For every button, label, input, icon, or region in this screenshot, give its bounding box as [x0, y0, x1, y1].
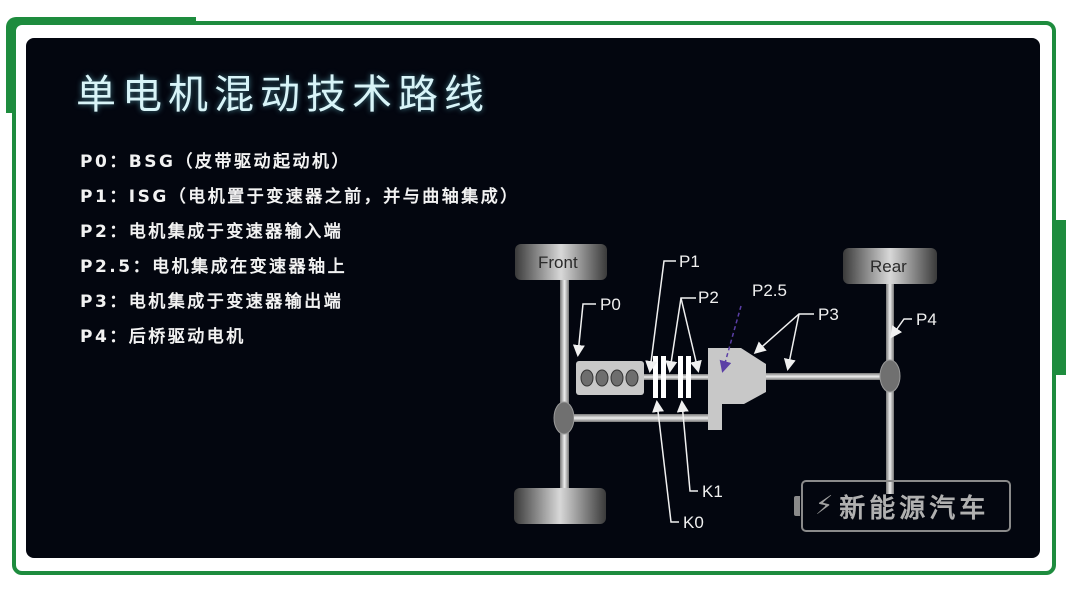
watermark-badge: ⚡ 新能源汽车: [794, 480, 1011, 532]
propeller-shaft: [766, 373, 881, 380]
label-k1: K1: [702, 482, 723, 501]
list-item-p2-5: P2.5：电机集成在变速器轴上: [80, 257, 348, 277]
green-frame: [12, 21, 1056, 575]
list-item-p1: P1：ISG（电机置于变速器之前，并与曲轴集成）: [80, 187, 520, 207]
transmission: [708, 348, 766, 404]
watermark-text: 新能源汽车: [839, 493, 990, 524]
engine-block: [576, 361, 644, 395]
position-list: P0：BSG（皮带驱动起动机） P1：ISG（电机置于变速器之前，并与曲轴集成）…: [80, 150, 520, 360]
list-item-p0: P0：BSG（皮带驱动起动机）: [80, 152, 351, 172]
list-item-p2: P2：电机集成于变速器输入端: [80, 222, 344, 242]
label-p1: P1: [679, 252, 700, 271]
label-p0: P0: [600, 295, 621, 314]
front-label: Front: [538, 253, 578, 272]
frame-side-tab: [1056, 220, 1066, 375]
label-p2: P2: [698, 288, 719, 307]
clutch-k0: [653, 356, 658, 398]
front-drive-shaft: [574, 414, 716, 422]
powertrain-diagram: Front Rear: [514, 244, 937, 532]
slide-panel: 单电机混动技术路线 P0：BSG（皮带驱动起动机） P1：ISG（电机置于变速器…: [26, 38, 1040, 558]
rear-label: Rear: [870, 257, 907, 276]
slide-title: 单电机混动技术路线: [76, 72, 490, 118]
label-p4: P4: [916, 310, 937, 329]
label-k0: K0: [683, 513, 704, 532]
label-p3: P3: [818, 305, 839, 324]
list-item-p4: P4：后桥驱动电机: [80, 327, 246, 347]
label-p2-5: P2.5: [752, 281, 787, 300]
rear-axle: Rear: [843, 248, 937, 494]
front-axle: Front: [514, 244, 607, 524]
clutch-k1: [678, 356, 683, 398]
list-item-p3: P3：电机集成于变速器输出端: [80, 292, 344, 312]
battery-nub: [794, 496, 800, 516]
lightning-bolt-icon: ⚡: [815, 491, 834, 521]
